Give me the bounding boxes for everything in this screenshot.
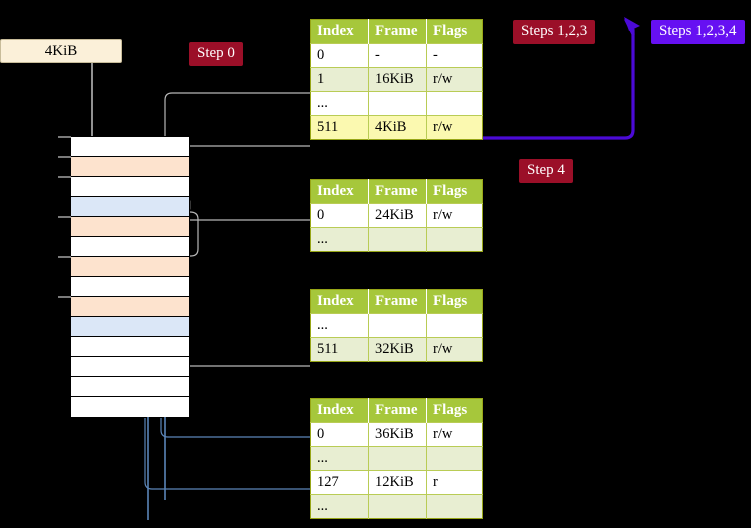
table-header-flags: Flags — [426, 179, 483, 204]
table-header-flags: Flags — [426, 398, 483, 423]
table-row: ... — [310, 494, 483, 519]
table-cell: 0 — [310, 422, 369, 447]
table-header-frame: Frame — [368, 179, 427, 204]
table-header-frame: Frame — [368, 289, 427, 314]
step-0-badge: Step 0 — [189, 42, 243, 66]
table-row: ... — [310, 91, 483, 116]
memory-frame-row — [71, 197, 189, 217]
table-cell — [426, 446, 483, 471]
table-cell — [426, 227, 483, 252]
table-cell: ... — [310, 446, 369, 471]
table-header-frame: Frame — [368, 19, 427, 44]
table-cell: 511 — [310, 115, 369, 140]
memory-frame-row — [71, 277, 189, 297]
memory-frame-row — [71, 137, 189, 157]
memory-frame-row — [71, 237, 189, 257]
table-cell — [368, 227, 427, 252]
table-cell: ... — [310, 313, 369, 338]
table-header-frame: Frame — [368, 398, 427, 423]
table-row: ... — [310, 313, 483, 338]
table-cell: r/w — [426, 422, 483, 447]
table-cell: 12KiB — [368, 470, 427, 495]
memory-frame-row — [71, 397, 189, 417]
memory-tick — [58, 176, 71, 178]
table-cell: ... — [310, 227, 369, 252]
table-cell — [426, 313, 483, 338]
table-cell: - — [368, 43, 427, 68]
step-4-label: Step 4 — [527, 162, 565, 178]
table-cell: ... — [310, 494, 369, 519]
table-header-flags: Flags — [426, 289, 483, 314]
physical-memory-grid — [70, 136, 190, 417]
memory-tick — [58, 156, 71, 158]
table-cell — [426, 91, 483, 116]
table-row: ... — [310, 227, 483, 252]
memory-frame-row — [71, 157, 189, 177]
step-4-badge: Step 4 — [519, 159, 573, 183]
frame-size-box: 4KiB — [0, 39, 122, 63]
table-cell — [368, 494, 427, 519]
table-cell: 16KiB — [368, 67, 427, 92]
memory-frame-row — [71, 317, 189, 337]
memory-frame-row — [71, 357, 189, 377]
table-cell: r/w — [426, 115, 483, 140]
steps-1234-badge: Steps 1,2,3,4 — [651, 20, 745, 44]
table-cell — [368, 313, 427, 338]
table-header-index: Index — [310, 289, 369, 314]
step-0-label: Step 0 — [197, 45, 235, 61]
table-cell: 511 — [310, 337, 369, 362]
table-row: 0-- — [310, 43, 483, 68]
table-cell: 0 — [310, 43, 369, 68]
memory-frame-row — [71, 257, 189, 277]
table-cell: r/w — [426, 67, 483, 92]
table-cell: r/w — [426, 203, 483, 228]
frame-size-label: 4KiB — [44, 42, 78, 59]
table-cell: r/w — [426, 337, 483, 362]
table-cell: 24KiB — [368, 203, 427, 228]
table-cell: 127 — [310, 470, 369, 495]
memory-frame-row — [71, 337, 189, 357]
memory-frame-row — [71, 297, 189, 317]
table-cell — [426, 494, 483, 519]
memory-frame-row — [71, 217, 189, 237]
table-cell: r — [426, 470, 483, 495]
table-cell: 32KiB — [368, 337, 427, 362]
memory-tick — [58, 216, 71, 218]
table-header-index: Index — [310, 179, 369, 204]
table-cell: ... — [310, 91, 369, 116]
table-cell: 0 — [310, 203, 369, 228]
table-cell: 1 — [310, 67, 369, 92]
steps-1234-label: Steps 1,2,3,4 — [659, 23, 737, 39]
table-cell: 4KiB — [368, 115, 427, 140]
table-header-index: Index — [310, 398, 369, 423]
memory-tick — [58, 136, 71, 138]
steps-123-badge: Steps 1,2,3 — [513, 20, 596, 44]
table-header-index: Index — [310, 19, 369, 44]
memory-tick — [58, 256, 71, 258]
table-header-flags: Flags — [426, 19, 483, 44]
memory-frame-row — [71, 377, 189, 397]
table-row: ... — [310, 446, 483, 471]
table-cell: 36KiB — [368, 422, 427, 447]
memory-tick — [58, 296, 71, 298]
table-cell — [368, 91, 427, 116]
table-cell: - — [426, 43, 483, 68]
memory-frame-row — [71, 177, 189, 197]
table-cell — [368, 446, 427, 471]
steps-123-label: Steps 1,2,3 — [521, 23, 588, 39]
